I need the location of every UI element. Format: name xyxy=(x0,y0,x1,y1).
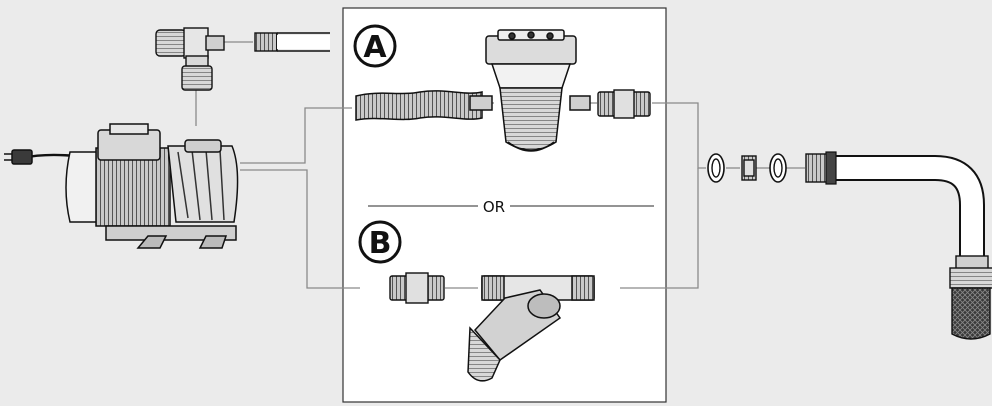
jet-pump-icon xyxy=(4,123,239,249)
pressure-hose-icon xyxy=(254,32,330,52)
corrugated-hose-icon xyxy=(355,90,483,121)
option-b-badge: B xyxy=(358,220,402,264)
tee-fitting-icon xyxy=(155,27,225,91)
foot-valve-icon xyxy=(949,255,992,340)
gasket-left-icon xyxy=(707,153,725,183)
y-strainer-icon xyxy=(467,275,595,382)
threaded-nipple-b-icon xyxy=(389,272,445,304)
or-separator: OR xyxy=(368,198,654,216)
reducer-nipple-icon xyxy=(741,155,757,181)
or-label: OR xyxy=(483,198,505,216)
option-a-label: A xyxy=(363,30,387,65)
option-b-label: B xyxy=(369,226,392,261)
gasket-right-icon xyxy=(769,153,787,183)
threaded-nipple-a-icon xyxy=(597,89,651,119)
option-a-badge: A xyxy=(353,24,397,68)
connector-lines xyxy=(195,41,805,289)
suction-hose-icon xyxy=(805,151,985,258)
cartridge-filter-icon xyxy=(469,29,591,152)
